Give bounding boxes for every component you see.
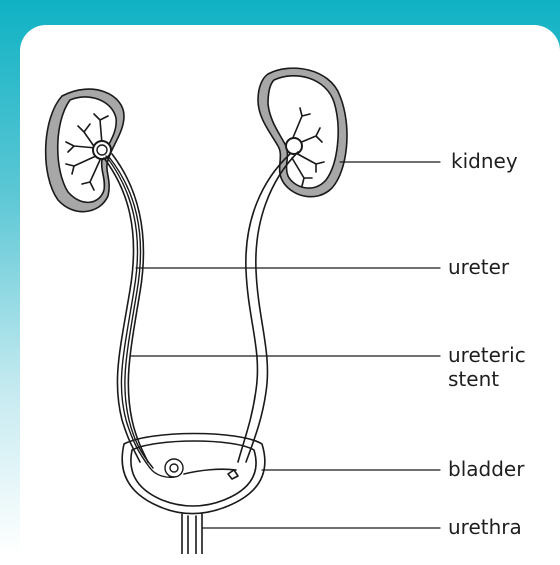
left-ureter (104, 154, 148, 462)
urethra (182, 514, 202, 554)
label-urethra: urethra (448, 516, 522, 538)
right-ureter (238, 152, 298, 462)
label-bladder: bladder (448, 458, 524, 480)
ureteric-stent (97, 145, 183, 477)
right-kidney (258, 68, 347, 197)
leader-lines (131, 162, 440, 528)
label-stent: stent (448, 368, 499, 390)
label-ureter: ureter (448, 256, 509, 278)
bladder (122, 434, 265, 514)
label-kidney: kidney (451, 150, 518, 172)
left-kidney (46, 89, 124, 212)
label-ureteric: ureteric (448, 344, 526, 366)
